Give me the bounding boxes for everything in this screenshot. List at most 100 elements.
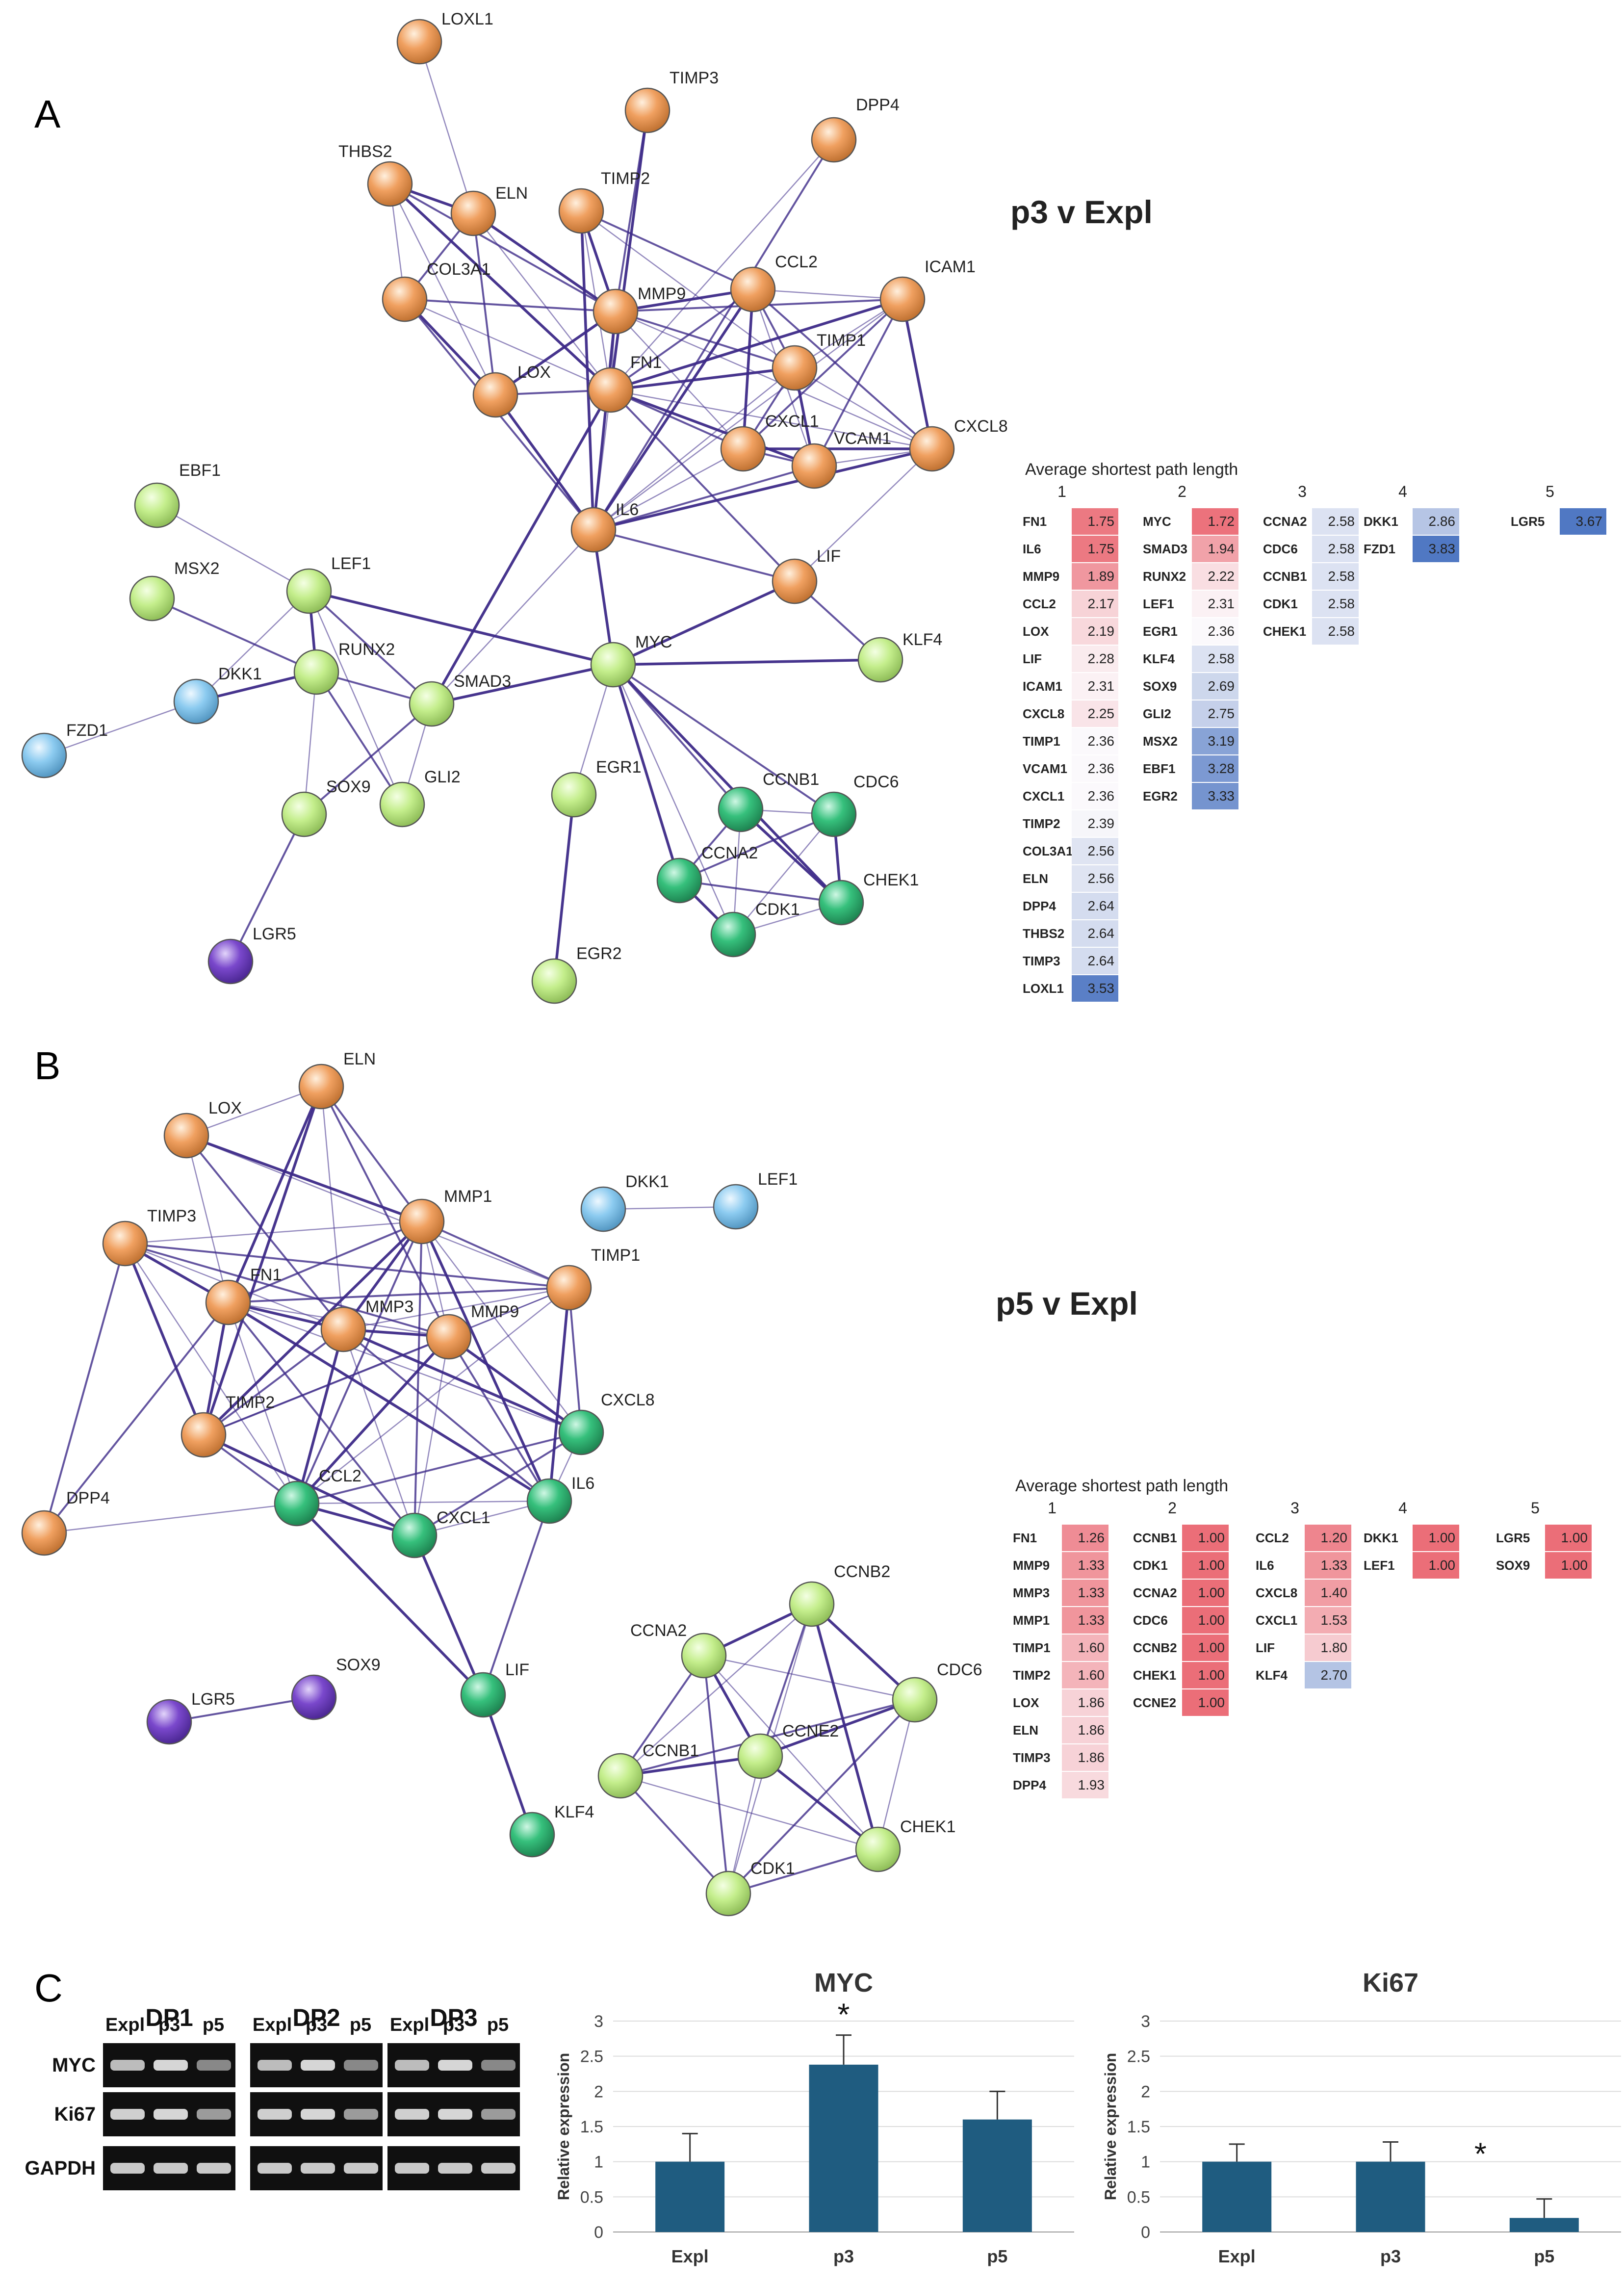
node-fzd1[interactable]: FZD1 bbox=[21, 721, 108, 779]
node-cdk1[interactable]: CDK1 bbox=[710, 900, 800, 958]
node-runx2[interactable]: RUNX2 bbox=[293, 640, 395, 695]
gene-name: EBF1 bbox=[1143, 761, 1175, 776]
node-ccnb2[interactable]: CCNB2 bbox=[789, 1562, 890, 1627]
node-timp1[interactable]: TIMP1 bbox=[546, 1246, 640, 1311]
node-myc[interactable]: MYC bbox=[590, 633, 672, 688]
node-klf4[interactable]: KLF4 bbox=[857, 630, 942, 683]
value-cell bbox=[1072, 948, 1118, 974]
node-fn1[interactable]: FN1 bbox=[588, 353, 662, 413]
node-timp1-circle bbox=[772, 345, 818, 391]
node-dpp4[interactable]: DPP4 bbox=[21, 1489, 110, 1556]
value-text: 2.64 bbox=[1088, 926, 1115, 941]
node-loxl1[interactable]: LOXL1 bbox=[396, 10, 493, 65]
node-eln[interactable]: ELN bbox=[450, 184, 528, 236]
node-egr1[interactable]: EGR1 bbox=[551, 758, 642, 818]
node-vcam1[interactable]: VCAM1 bbox=[791, 429, 891, 489]
node-il6[interactable]: IL6 bbox=[570, 500, 639, 553]
node-timp1[interactable]: TIMP1 bbox=[772, 331, 866, 391]
edge-timp2-ccl2 bbox=[581, 210, 753, 290]
node-sox9[interactable]: SOX9 bbox=[281, 778, 371, 837]
node-lgr5[interactable]: LGR5 bbox=[146, 1690, 235, 1745]
node-fzd1-circle bbox=[21, 732, 67, 779]
edge-ccnb1-chek1 bbox=[620, 1775, 878, 1850]
node-cdk1-circle bbox=[710, 911, 756, 958]
node-lox[interactable]: LOX bbox=[472, 363, 551, 418]
node-ccne2[interactable]: CCNE2 bbox=[737, 1722, 839, 1779]
gel-group-label: DP1 bbox=[145, 2004, 193, 2031]
node-ccna2[interactable]: CCNA2 bbox=[656, 844, 758, 904]
node-timp2[interactable]: TIMP2 bbox=[180, 1393, 275, 1458]
node-timp3[interactable]: TIMP3 bbox=[102, 1207, 196, 1267]
node-klf4[interactable]: KLF4 bbox=[509, 1803, 594, 1858]
node-cdc6[interactable]: CDC6 bbox=[811, 773, 899, 837]
node-cxcl1[interactable]: CXCL1 bbox=[391, 1508, 490, 1558]
node-ccl2[interactable]: CCL2 bbox=[730, 253, 818, 312]
node-il6[interactable]: IL6 bbox=[526, 1474, 594, 1524]
value-text: 2.36 bbox=[1088, 788, 1115, 804]
node-timp3[interactable]: TIMP3 bbox=[624, 69, 719, 133]
node-dpp4[interactable]: DPP4 bbox=[811, 96, 900, 163]
value-text: 1.00 bbox=[1561, 1530, 1588, 1545]
node-ebf1[interactable]: EBF1 bbox=[134, 461, 221, 528]
node-mmp3[interactable]: MMP3 bbox=[320, 1298, 413, 1352]
node-smad3[interactable]: SMAD3 bbox=[409, 672, 511, 727]
node-chek1[interactable]: CHEK1 bbox=[855, 1817, 955, 1872]
value-text: 1.00 bbox=[1198, 1530, 1225, 1545]
value-cell bbox=[1072, 591, 1118, 617]
edge-mmp3-cxcl1 bbox=[342, 1329, 415, 1536]
node-icam1[interactable]: ICAM1 bbox=[879, 258, 976, 322]
node-lef1[interactable]: LEF1 bbox=[713, 1170, 798, 1230]
node-label: CXCL1 bbox=[437, 1508, 490, 1527]
value-cell bbox=[1072, 920, 1118, 947]
node-lif[interactable]: LIF bbox=[772, 547, 841, 604]
x-tick-label: p5 bbox=[987, 2246, 1007, 2266]
node-cxcl1[interactable]: CXCL1 bbox=[720, 412, 819, 472]
gel-band bbox=[110, 2163, 145, 2174]
node-cxcl8[interactable]: CXCL8 bbox=[909, 417, 1008, 472]
node-sox9[interactable]: SOX9 bbox=[291, 1656, 381, 1720]
x-tick-label: p5 bbox=[1534, 2246, 1554, 2266]
edge-icam1-cxcl1 bbox=[742, 298, 903, 450]
node-cxcl8[interactable]: CXCL8 bbox=[558, 1391, 655, 1455]
node-label: TIMP3 bbox=[147, 1207, 196, 1225]
value-cell bbox=[1182, 1689, 1229, 1716]
edge-ccne2-chek1 bbox=[759, 1755, 879, 1851]
node-thbs2[interactable]: THBS2 bbox=[338, 142, 413, 207]
node-chek1[interactable]: CHEK1 bbox=[818, 871, 919, 926]
node-gli2[interactable]: GLI2 bbox=[379, 768, 461, 828]
value-text: 3.53 bbox=[1088, 981, 1115, 996]
node-egr2[interactable]: EGR2 bbox=[531, 944, 622, 1004]
node-lox[interactable]: LOX bbox=[163, 1099, 242, 1159]
value-cell bbox=[1305, 1607, 1351, 1634]
node-msx2[interactable]: MSX2 bbox=[129, 559, 220, 622]
node-mmp9[interactable]: MMP9 bbox=[426, 1302, 519, 1360]
edge-eln-lox bbox=[186, 1086, 322, 1137]
node-dkk1[interactable]: DKK1 bbox=[580, 1172, 669, 1232]
node-ccnb1[interactable]: CCNB1 bbox=[597, 1741, 699, 1799]
node-eln[interactable]: ELN bbox=[298, 1050, 376, 1110]
node-dkk1[interactable]: DKK1 bbox=[173, 665, 262, 725]
node-timp2[interactable]: TIMP2 bbox=[558, 169, 650, 234]
edge-chek1-cdk1 bbox=[728, 1848, 878, 1895]
node-ccna2[interactable]: CCNA2 bbox=[630, 1621, 727, 1679]
node-mmp9[interactable]: MMP9 bbox=[593, 285, 686, 335]
node-lgr5[interactable]: LGR5 bbox=[207, 925, 296, 985]
node-cdc6[interactable]: CDC6 bbox=[892, 1661, 982, 1723]
edge-cxcl1-lif bbox=[413, 1534, 485, 1696]
node-ccnb2-circle bbox=[789, 1581, 835, 1627]
node-col3a1[interactable]: COL3A1 bbox=[382, 260, 490, 322]
node-fn1[interactable]: FN1 bbox=[205, 1266, 282, 1325]
node-lef1[interactable]: LEF1 bbox=[286, 554, 371, 614]
node-cdk1[interactable]: CDK1 bbox=[705, 1859, 795, 1917]
node-lif[interactable]: LIF bbox=[460, 1661, 529, 1718]
gene-name: CDC6 bbox=[1133, 1613, 1168, 1628]
node-timp3-circle bbox=[102, 1220, 148, 1267]
node-mmp1[interactable]: MMP1 bbox=[399, 1187, 492, 1245]
value-cell bbox=[1062, 1552, 1108, 1579]
node-ccnb1[interactable]: CCNB1 bbox=[718, 770, 819, 832]
node-ccl2[interactable]: CCL2 bbox=[274, 1467, 361, 1527]
cluster-label: 3 bbox=[1290, 1499, 1299, 1517]
